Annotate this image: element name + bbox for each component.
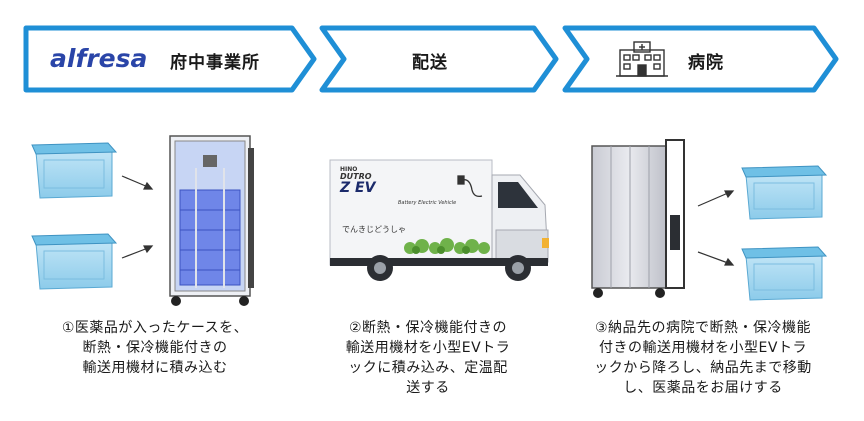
crate-top-right	[741, 165, 828, 220]
arrow-into-container-1	[121, 175, 154, 190]
arrow-out-container-2	[697, 251, 735, 266]
truck-side-text: でんきじどうしゃ	[342, 225, 406, 234]
caption-step-3: ③納品先の病院で断熱・保冷機能 付きの輸送用機材を小型EVトラ ックから降ろし、…	[594, 320, 812, 396]
step-label-delivery: 配送	[412, 53, 448, 73]
truck-subtitle: Battery Electric Vehicle	[398, 200, 457, 206]
open-transport-container	[169, 135, 254, 306]
caption-step-2: ②断熱・保冷機能付きの 輸送用機材を小型EVトラ ックに積み込み、定温配 送する	[345, 320, 511, 396]
step-chevron-1	[23, 25, 317, 93]
alfresa-logo: alfresa	[50, 44, 148, 73]
closed-insulated-container	[591, 139, 685, 298]
truck-model: DUTRO	[340, 172, 372, 181]
step-chevron-3	[562, 25, 839, 93]
crate-bottom-left	[31, 233, 118, 290]
step-label-hospital: 病院	[688, 53, 724, 73]
arrow-out-container-1	[697, 190, 735, 207]
ev-truck	[329, 159, 549, 281]
step-label-origin: 府中事業所	[170, 53, 260, 73]
charging-plug-icon	[457, 175, 483, 198]
truck-zev: Z EV	[340, 180, 376, 196]
crate-bottom-right	[741, 246, 828, 301]
arrow-into-container-2	[121, 245, 154, 259]
truck-brand-small: HINO	[340, 166, 358, 173]
caption-step-1: ①医薬品が入ったケースを、 断熱・保冷機能付きの 輸送用機材に積み込む	[61, 320, 249, 376]
step-chevron-2	[319, 25, 559, 93]
crate-top-left	[31, 142, 118, 199]
hospital-icon	[616, 41, 668, 77]
